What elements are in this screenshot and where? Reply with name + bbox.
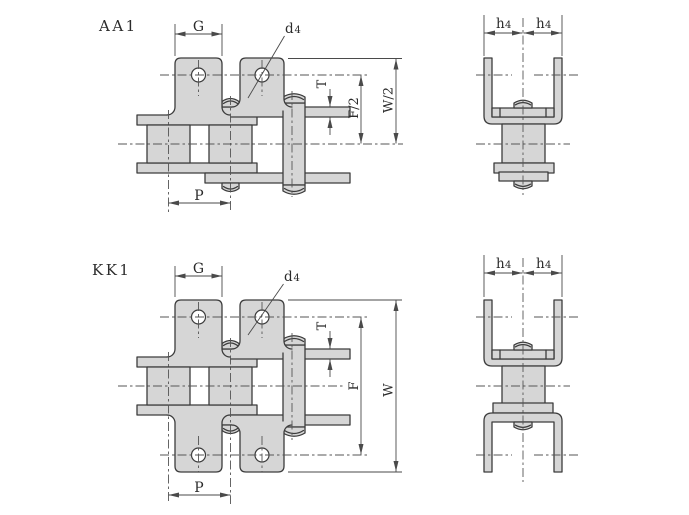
roller — [501, 365, 546, 406]
dim-label-h4-right: h — [536, 256, 545, 272]
pin-head-arc — [514, 183, 532, 187]
dim-label-h4-left: h — [496, 256, 505, 272]
leader-line — [247, 283, 284, 336]
dim-label-f-half: F/2 — [347, 97, 362, 119]
dim-label-f: F — [347, 381, 362, 390]
dim-label-h4-right-sub: 4 — [545, 260, 551, 271]
dim-label-h4-left-sub: 4 — [505, 20, 511, 31]
pin-head — [513, 99, 533, 109]
pin-head-arc — [514, 424, 532, 428]
attachment-channel — [483, 412, 563, 473]
aa1-dim-h4: h 4 h 4 — [483, 15, 563, 56]
kk1-dim-d4: d 4 — [247, 269, 300, 336]
attachment-plate-outline — [231, 299, 293, 350]
dim-label-d4-sub: 4 — [294, 273, 300, 284]
dim-label-d4: d — [285, 21, 294, 37]
pin-head — [282, 184, 306, 195]
attachment-plate-outline — [166, 299, 231, 358]
pin-head-arc — [283, 187, 305, 193]
dim-label-g: G — [193, 261, 204, 277]
dim-label-t: T — [315, 321, 330, 330]
kk1-end-view: h 4 h 4 — [476, 255, 578, 482]
dim-label-w-half: W/2 — [382, 87, 397, 113]
dim-label-p: P — [194, 188, 203, 204]
attachment-plate-outline — [166, 57, 231, 116]
kk1-centerlines — [118, 302, 368, 504]
aa1-end-centerlines — [476, 18, 578, 195]
pin-head — [513, 421, 533, 431]
aa1-end-view: h 4 h 4 — [476, 15, 578, 195]
aa1-attachment-plates — [166, 57, 293, 119]
kk1-dim-w: W — [288, 299, 402, 473]
dim-label-w: W — [382, 383, 397, 397]
pin-head-arc — [514, 344, 532, 348]
attachment-plate-outline — [231, 57, 293, 108]
aa1-dim-d4: d 4 — [247, 21, 301, 99]
attachment-plate — [167, 58, 230, 119]
aa1-dim-f-half: F/2 — [347, 75, 364, 144]
aa1-dim-g: G — [174, 19, 223, 56]
dim-label-p: P — [194, 480, 203, 496]
dim-label-h4-left-sub: 4 — [505, 260, 511, 271]
dim-label-h4-left: h — [496, 16, 505, 32]
leader-line — [247, 35, 285, 99]
dim-label-t: T — [315, 79, 330, 88]
link-plate — [204, 172, 351, 184]
kk1-dim-t: T — [315, 321, 333, 377]
link-plate-edge — [498, 171, 549, 182]
pin-head-arc — [283, 337, 305, 343]
kk1-dim-g: G — [174, 261, 223, 297]
aa1-side-view: AA1 — [98, 17, 403, 212]
kk1-title: KK1 — [92, 261, 131, 279]
kk1-side-view: KK1 — [92, 261, 402, 504]
aa1-end-parts — [483, 57, 563, 190]
aa1-title: AA1 — [98, 17, 138, 35]
kk1-dim-f: F — [347, 317, 364, 455]
dim-label-g: G — [193, 19, 204, 35]
link-plate — [136, 162, 258, 174]
aa1-dim-p: P — [168, 188, 231, 206]
attachment-plate — [167, 300, 230, 361]
pin-head-arc — [283, 429, 305, 435]
attachment-plate — [232, 421, 292, 472]
aa1-dim-t: T — [315, 79, 333, 135]
kk1-dim-h4: h 4 h 4 — [483, 255, 563, 297]
dim-label-d4: d — [284, 269, 293, 285]
pin-head-arc — [283, 95, 305, 101]
kk1-dim-p: P — [168, 480, 231, 498]
dim-label-h4-right: h — [536, 16, 545, 32]
dim-label-d4-sub: 4 — [295, 25, 301, 36]
kk1-end-centerlines — [476, 258, 578, 482]
aa1-centerlines — [118, 60, 403, 212]
pin-head — [513, 180, 533, 190]
aa1-dim-w-half: W/2 — [288, 58, 402, 144]
dim-label-h4-right-sub: 4 — [545, 20, 551, 31]
roller — [501, 123, 546, 164]
pin-head-arc — [514, 102, 532, 106]
